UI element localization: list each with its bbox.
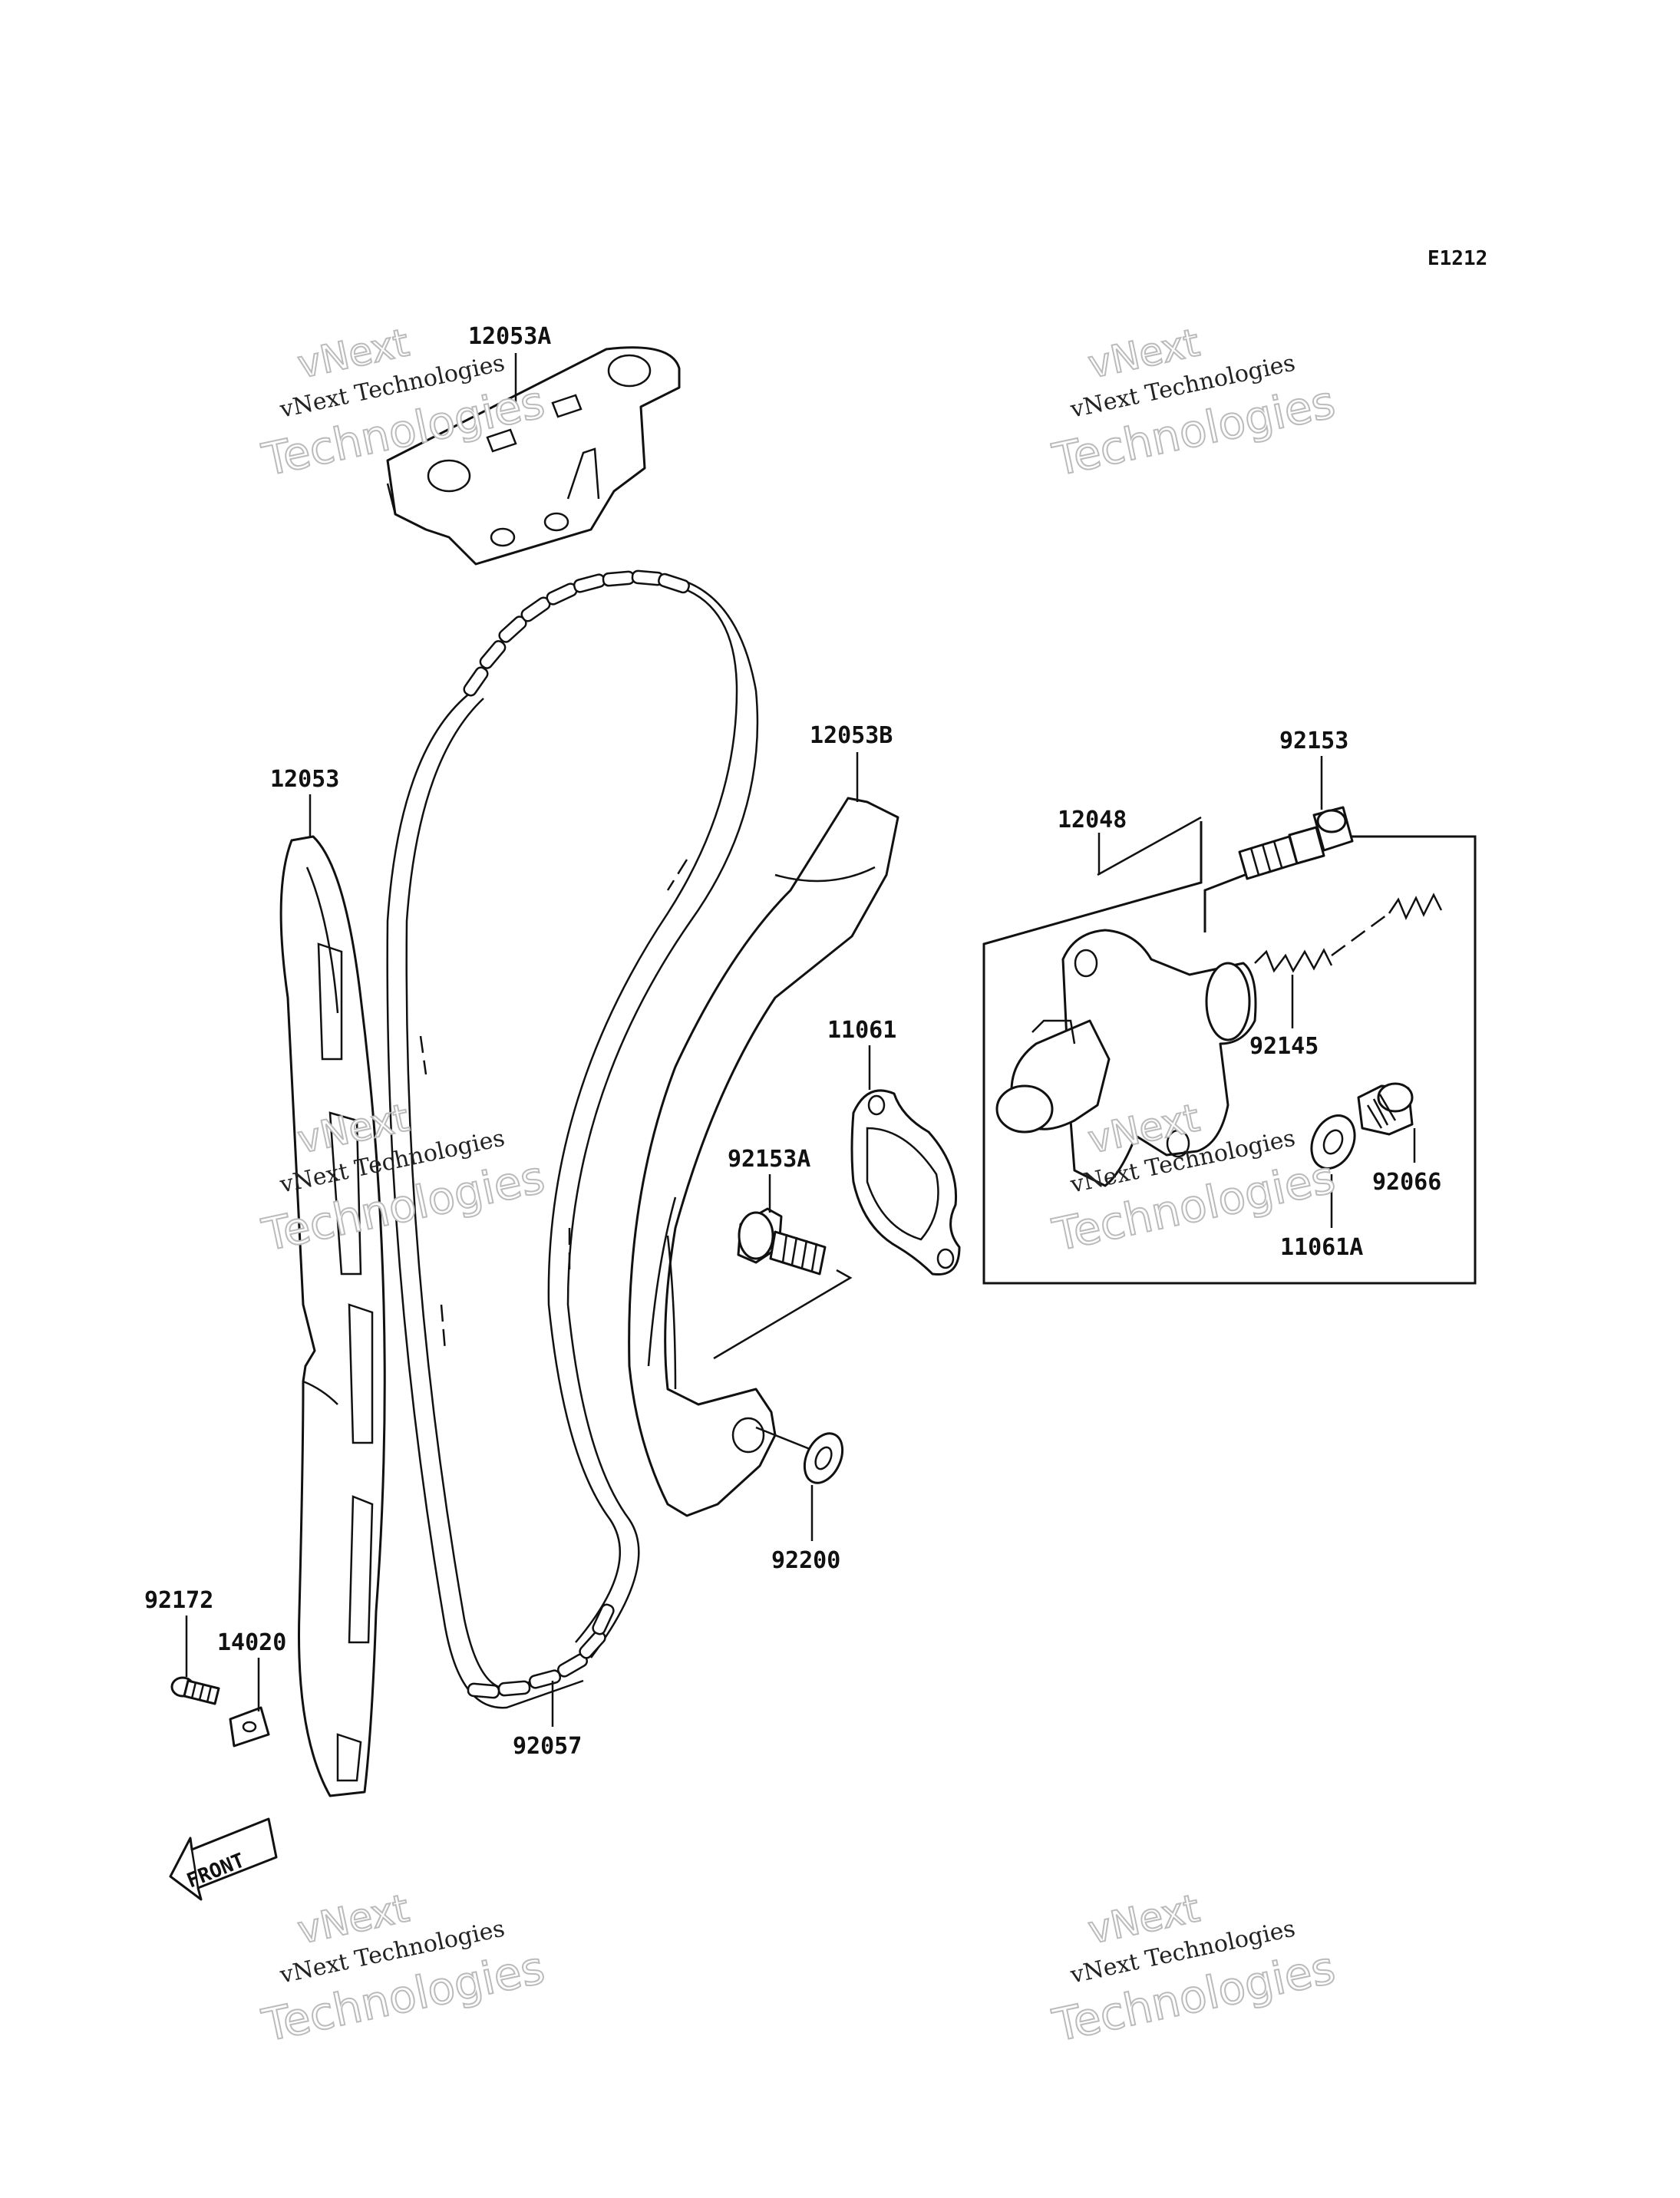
tensioner-12048 <box>995 816 1257 1187</box>
label-12053a: 12053A <box>468 323 551 350</box>
front-chain-guide-12053 <box>279 835 386 1797</box>
label-92153: 92153 <box>1279 728 1348 754</box>
bolt-92153 <box>1238 806 1354 880</box>
label-92066: 92066 <box>1372 1169 1441 1196</box>
chain-links-lower <box>467 1603 615 1699</box>
label-92153a: 92153A <box>728 1146 810 1173</box>
label-11061: 11061 <box>827 1017 896 1044</box>
stopper-14020 <box>229 1706 270 1748</box>
label-92145: 92145 <box>1249 1033 1319 1060</box>
diagram-code: E1212 <box>1428 247 1487 270</box>
watermark-3: vNext vNext Technologies Technologies <box>257 1094 550 1262</box>
label-12053: 12053 <box>270 766 339 793</box>
label-11061a: 11061A <box>1280 1234 1363 1261</box>
watermark-5: vNext vNext Technologies Technologies <box>257 1885 550 2052</box>
label-92057: 92057 <box>513 1733 582 1760</box>
rear-chain-guide-12053b <box>628 797 899 1517</box>
spring-92145 <box>1254 893 1443 973</box>
watermark-6: vNext vNext Technologies Technologies <box>1048 1885 1341 2052</box>
label-92200: 92200 <box>771 1547 840 1574</box>
cap-bolt-92066 <box>1357 1082 1414 1136</box>
upper-chain-guide-12053a <box>386 346 681 566</box>
guide-bolt-92153a <box>713 1207 853 1360</box>
gasket-11061a <box>1310 1114 1356 1170</box>
gasket-11061 <box>850 1089 961 1276</box>
label-92172: 92172 <box>144 1587 213 1614</box>
label-14020: 14020 <box>217 1629 286 1656</box>
screw-92172 <box>170 1676 220 1705</box>
chain-links-upper <box>463 569 690 697</box>
label-12048: 12048 <box>1058 807 1127 833</box>
watermark-2: vNext vNext Technologies Technologies <box>1048 319 1341 487</box>
label-12053b: 12053B <box>810 722 893 749</box>
cam-chain-92057 <box>386 569 759 1709</box>
front-direction-arrow: FRONT <box>169 1817 278 1901</box>
washer-92200 <box>755 1426 844 1484</box>
